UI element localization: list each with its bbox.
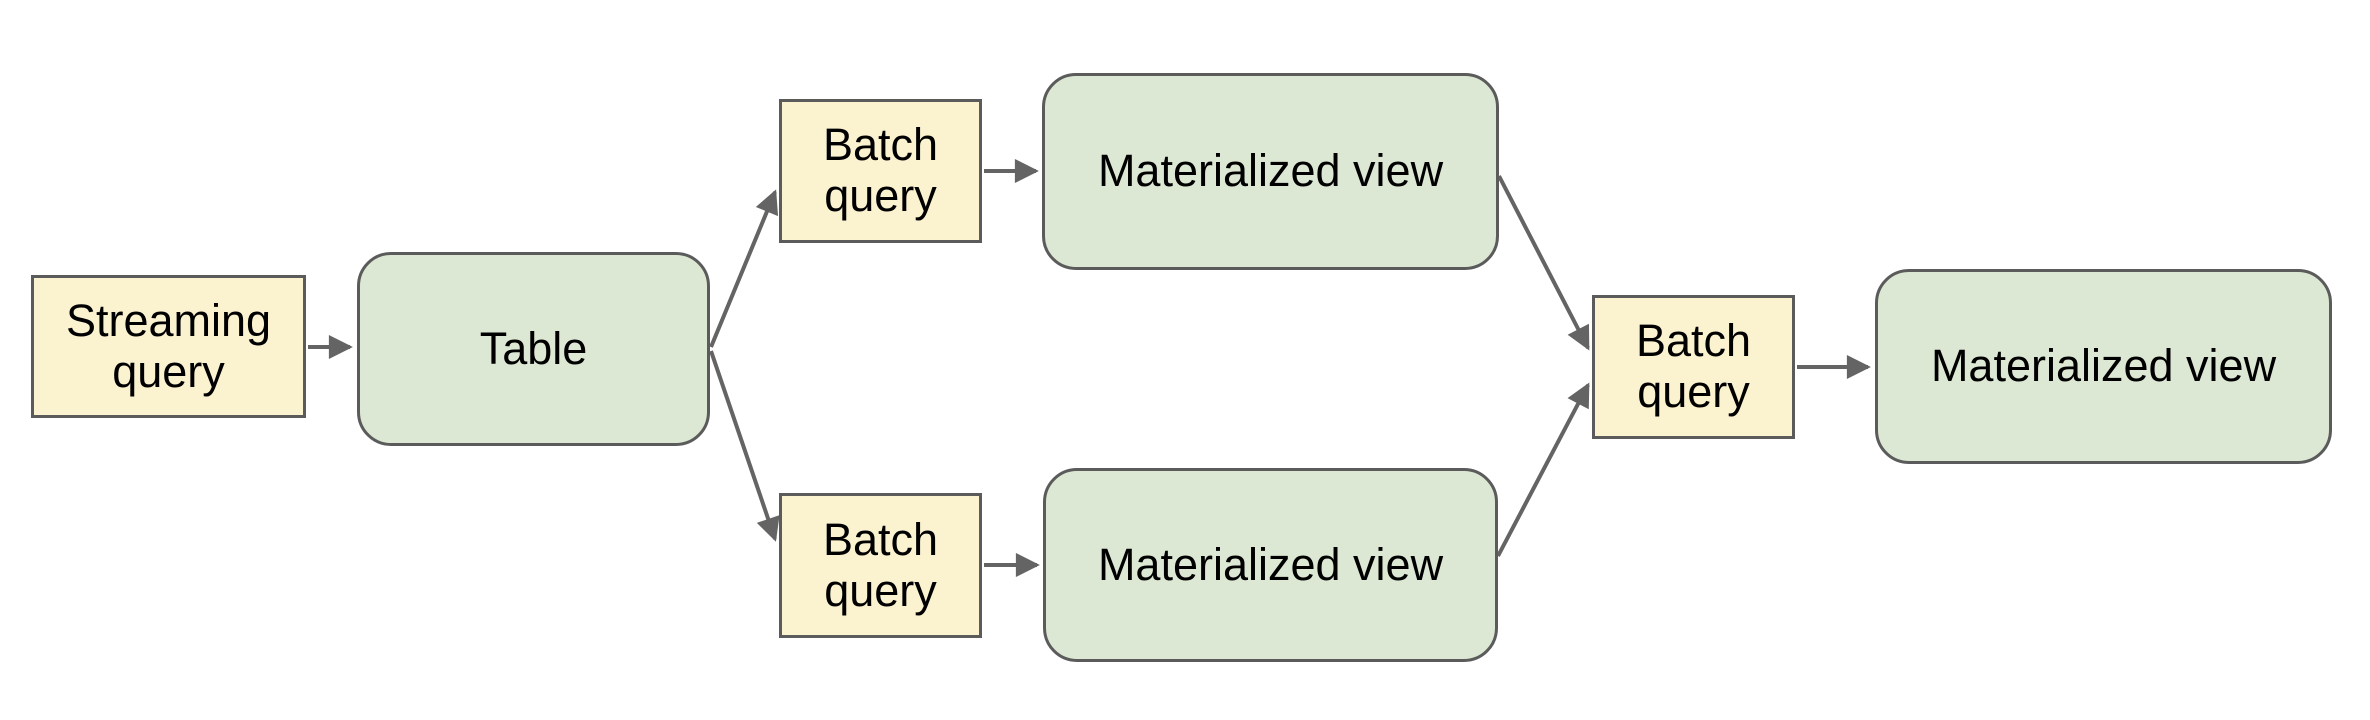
node-materialized-view-bottom-label: Materialized view [1097, 538, 1444, 590]
node-materialized-view-bottom: Materialized view [1043, 468, 1498, 662]
node-batch-query-right-label: Batch query [1635, 315, 1752, 417]
node-batch-query-bottom-label: Batch query [822, 513, 939, 616]
node-materialized-view-top-label: Materialized view [1097, 145, 1444, 197]
node-materialized-view-right-label: Materialized view [1930, 340, 2277, 392]
edge-materialized-view-bottom-to-batch-query-right [1496, 382, 1590, 557]
node-streaming-query-label: Streaming query [65, 294, 272, 397]
edge-materialized-view-top-to-batch-query-right [1497, 175, 1590, 351]
node-streaming-query: Streaming query [31, 275, 306, 418]
edge-table-to-batch-query-top [709, 189, 779, 348]
edge-table-to-batch-query-bottom [709, 350, 780, 542]
node-batch-query-top: Batch query [779, 99, 982, 243]
node-materialized-view-right: Materialized view [1875, 269, 2332, 464]
node-materialized-view-top: Materialized view [1042, 73, 1499, 270]
node-batch-query-top-label: Batch query [822, 119, 939, 221]
node-table-label: Table [479, 322, 588, 374]
node-batch-query-right: Batch query [1592, 295, 1795, 439]
node-table: Table [357, 252, 710, 446]
node-batch-query-bottom: Batch query [779, 493, 982, 638]
